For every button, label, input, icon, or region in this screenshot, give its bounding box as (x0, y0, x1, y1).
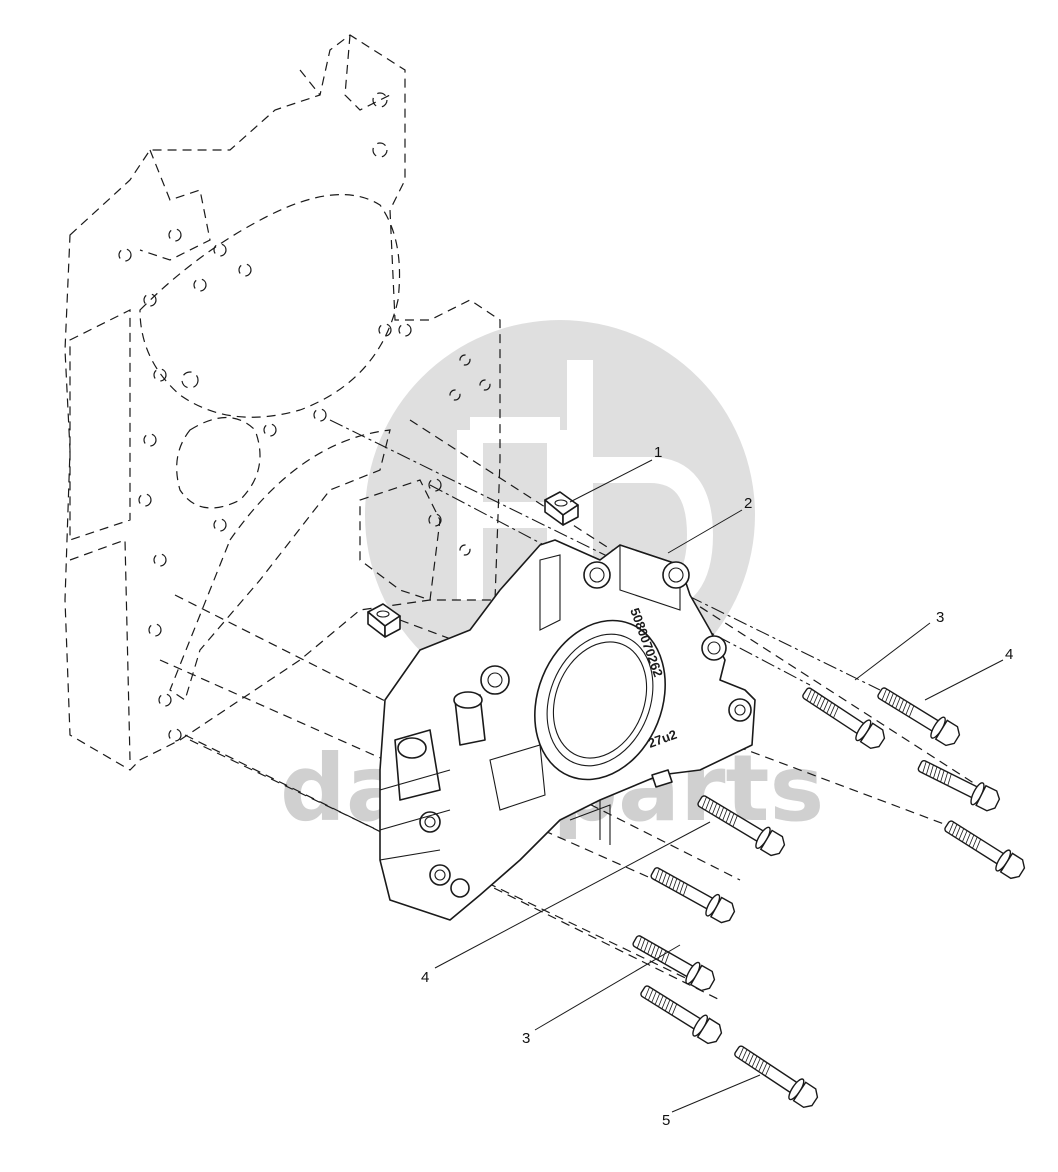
bolt-3-lower (632, 935, 716, 992)
dowel-sleeve-upper (544, 491, 579, 526)
callout-5: 5 (662, 1112, 670, 1129)
flywheel-housing: 5080070262 27u2 (379, 539, 756, 921)
bolt-3-upper (802, 687, 886, 750)
bolts (632, 687, 1026, 1109)
bolt-4-upper-c (944, 820, 1026, 880)
callouts: 1 2 3 4 4 3 5 (421, 444, 1013, 1129)
callout-3-lower: 3 (522, 1030, 530, 1047)
callout-3-upper: 3 (936, 609, 944, 626)
leader-lines (434, 459, 1004, 1113)
bolt-4-lower (697, 795, 786, 857)
callout-2: 2 (744, 495, 752, 512)
bolt-4-upper-b (917, 759, 1001, 812)
callout-4-lower: 4 (421, 969, 429, 986)
bolt-3-lower-b (640, 985, 723, 1045)
bolt-4-upper-a (877, 687, 961, 747)
callout-1: 1 (654, 444, 662, 461)
assembly-center-lines (159, 419, 1001, 1001)
callout-4-upper: 4 (1005, 646, 1013, 663)
dowel-sleeve-lower (367, 603, 401, 638)
bolt-5 (734, 1045, 819, 1109)
bolt-4-lower-b (650, 867, 736, 924)
engine-block (64, 34, 501, 771)
